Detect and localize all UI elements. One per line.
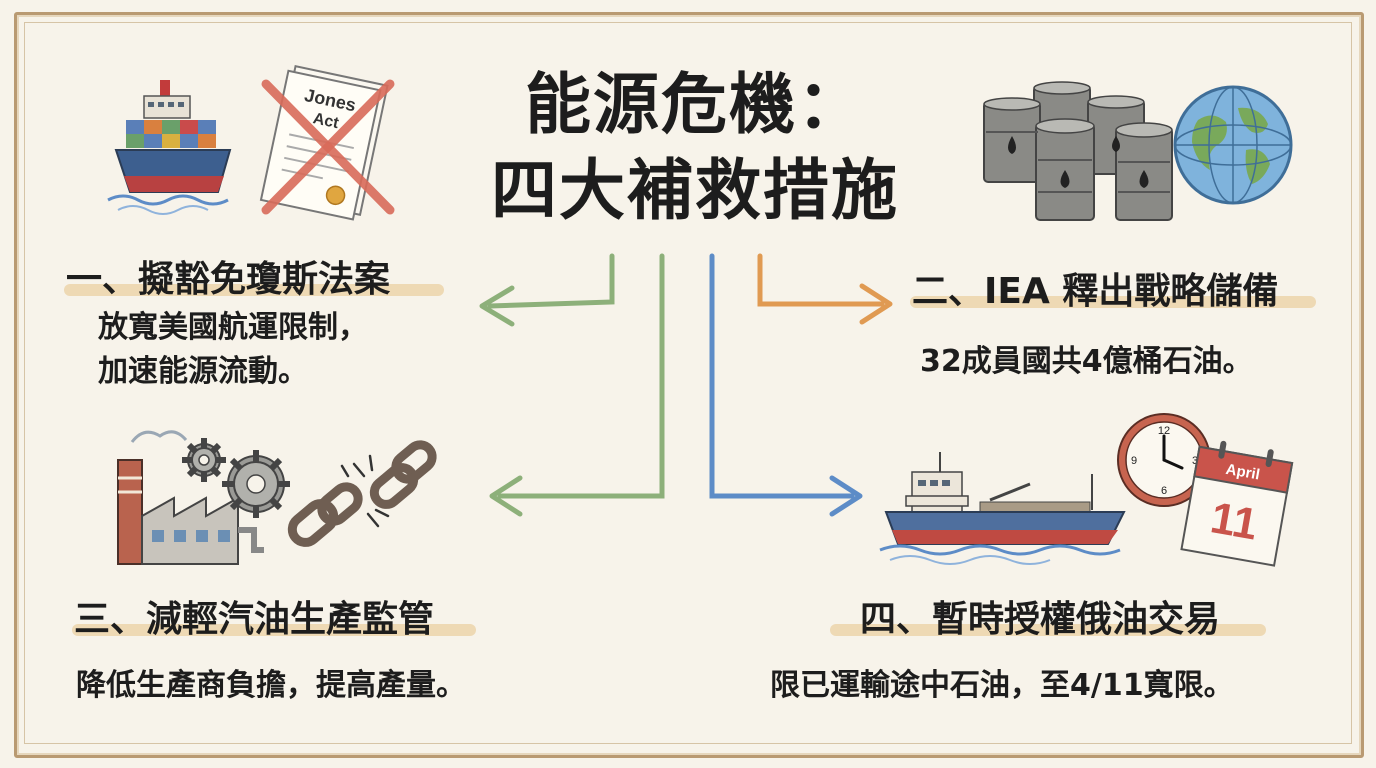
title-line-2: 四大補救措施 <box>491 152 899 229</box>
page-title: 能源危機： 四大補救措施 <box>430 62 960 234</box>
container-ship-icon <box>107 80 232 215</box>
oil-barrels-icon <box>983 81 1173 221</box>
heading-1-highlight <box>64 284 444 296</box>
jones-act-document-icon: Jones Act <box>259 64 395 221</box>
calendar-icon: April 11 <box>1180 440 1294 567</box>
inner-frame <box>24 22 1352 744</box>
measure-1-desc-line-2: 加速能源流動。 <box>98 354 308 389</box>
calendar-month-label: April <box>1224 461 1261 484</box>
measure-1-desc-line-1: 放寬美國航運限制， <box>98 310 368 345</box>
measure-4-heading: 四、暫時授權俄油交易 <box>860 599 1221 640</box>
factory-icon <box>117 430 264 565</box>
tanker-ship-icon <box>879 452 1126 565</box>
title-line-1: 能源危機： <box>525 66 865 143</box>
globe-icon <box>1173 85 1293 205</box>
outer-frame <box>14 12 1364 758</box>
measure-4-desc-line-1: 限已運輸途中石油，至4/11寬限。 <box>770 668 1234 703</box>
heading-4-highlight <box>830 624 1266 636</box>
svg-text:Act: Act <box>311 110 340 132</box>
measure-3-heading: 三、減輕汽油生產監管 <box>74 599 435 640</box>
calendar-day-label: 11 <box>1207 493 1261 549</box>
clock-icon: 12 3 6 9 <box>1117 413 1211 507</box>
measure-2-desc-line-1: 32成員國共4億桶石油。 <box>920 344 1253 379</box>
measure-1-heading: 一、擬豁免瓊斯法案 <box>66 259 391 300</box>
clock-number-3: 3 <box>1192 455 1198 467</box>
clock-number-6: 6 <box>1161 485 1167 497</box>
clock-number-12: 12 <box>1158 425 1170 437</box>
broken-chain-icon <box>287 440 437 547</box>
measure-2-heading: 二、IEA 釋出戰略儲備 <box>912 271 1279 312</box>
gears-icon <box>182 438 290 518</box>
measure-3-desc-line-1: 降低生產商負擔，提高產量。 <box>76 668 466 703</box>
heading-2-highlight <box>910 296 1316 308</box>
heading-3-highlight <box>72 624 476 636</box>
clock-number-9: 9 <box>1131 455 1137 467</box>
